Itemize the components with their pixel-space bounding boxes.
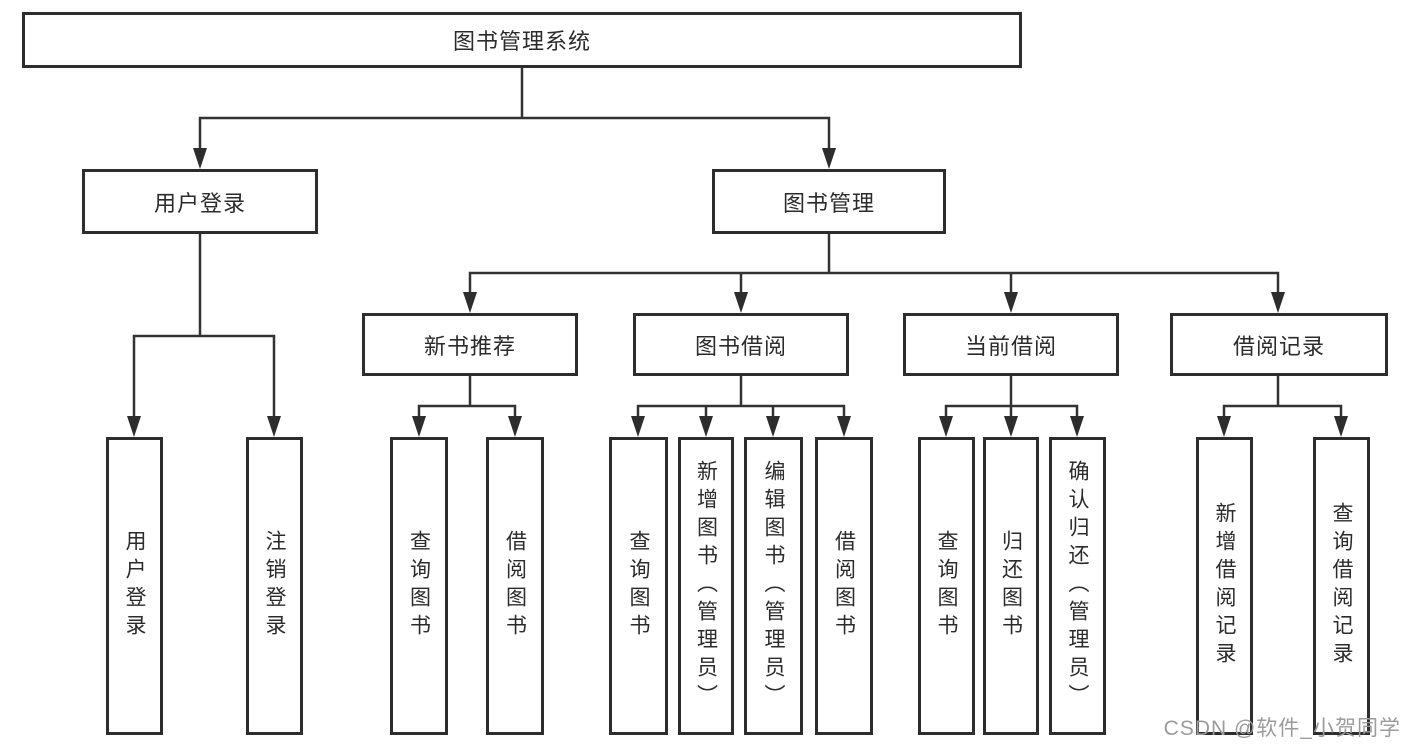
leaf-confirm-return-admin-label: 确认归还（管理员） (1066, 460, 1089, 712)
node-user-login: 用户登录 (82, 169, 318, 234)
node-book-management-label: 图书管理 (782, 190, 875, 216)
leaf-query-books-borrowing: 查询图书 (609, 437, 668, 735)
leaf-query-books-current: 查询图书 (918, 437, 975, 735)
leaf-borrow-books-borrowing-label: 借阅图书 (832, 530, 856, 642)
leaf-add-borrow-record-label: 新增借阅记录 (1213, 502, 1236, 670)
node-book-borrowing-label: 图书借阅 (694, 333, 787, 359)
node-new-book-recommend: 新书推荐 (362, 313, 578, 376)
leaf-query-books-recommend: 查询图书 (390, 437, 448, 735)
node-user-login-label: 用户登录 (153, 190, 246, 216)
leaf-borrow-books-borrowing: 借阅图书 (815, 437, 873, 735)
leaf-query-borrow-record-label: 查询借阅记录 (1330, 502, 1353, 670)
leaf-return-books: 归还图书 (983, 437, 1039, 735)
leaf-query-borrow-record: 查询借阅记录 (1313, 437, 1370, 735)
leaf-logout-label: 注销登录 (263, 530, 286, 642)
leaf-logout: 注销登录 (246, 437, 303, 735)
leaf-borrow-books-recommend-label: 借阅图书 (503, 530, 527, 642)
node-root: 图书管理系统 (22, 12, 1022, 68)
leaf-confirm-return-admin: 确认归还（管理员） (1049, 437, 1106, 735)
leaf-borrow-books-recommend: 借阅图书 (486, 437, 544, 735)
node-current-borrowing-label: 当前借阅 (964, 333, 1057, 359)
node-book-borrowing: 图书借阅 (633, 313, 849, 376)
node-new-book-recommend-label: 新书推荐 (423, 333, 516, 359)
leaf-query-books-recommend-label: 查询图书 (407, 530, 431, 642)
node-book-management: 图书管理 (712, 169, 946, 234)
leaf-add-books-admin-label: 新增图书（管理员） (694, 460, 718, 712)
leaf-return-books-label: 归还图书 (999, 530, 1023, 642)
leaf-add-books-admin: 新增图书（管理员） (678, 437, 734, 735)
leaf-add-borrow-record: 新增借阅记录 (1196, 437, 1253, 735)
node-current-borrowing: 当前借阅 (903, 313, 1119, 376)
leaf-user-login-label: 用户登录 (123, 530, 146, 642)
leaf-query-books-borrowing-label: 查询图书 (627, 530, 650, 642)
leaf-edit-books-admin: 编辑图书（管理员） (744, 437, 803, 735)
leaf-query-books-current-label: 查询图书 (935, 530, 958, 642)
node-root-label: 图书管理系统 (452, 29, 591, 54)
leaf-edit-books-admin-label: 编辑图书（管理员） (762, 460, 785, 712)
leaf-user-login: 用户登录 (106, 437, 163, 735)
node-borrowing-records-label: 借阅记录 (1232, 333, 1325, 359)
node-borrowing-records: 借阅记录 (1170, 313, 1388, 376)
